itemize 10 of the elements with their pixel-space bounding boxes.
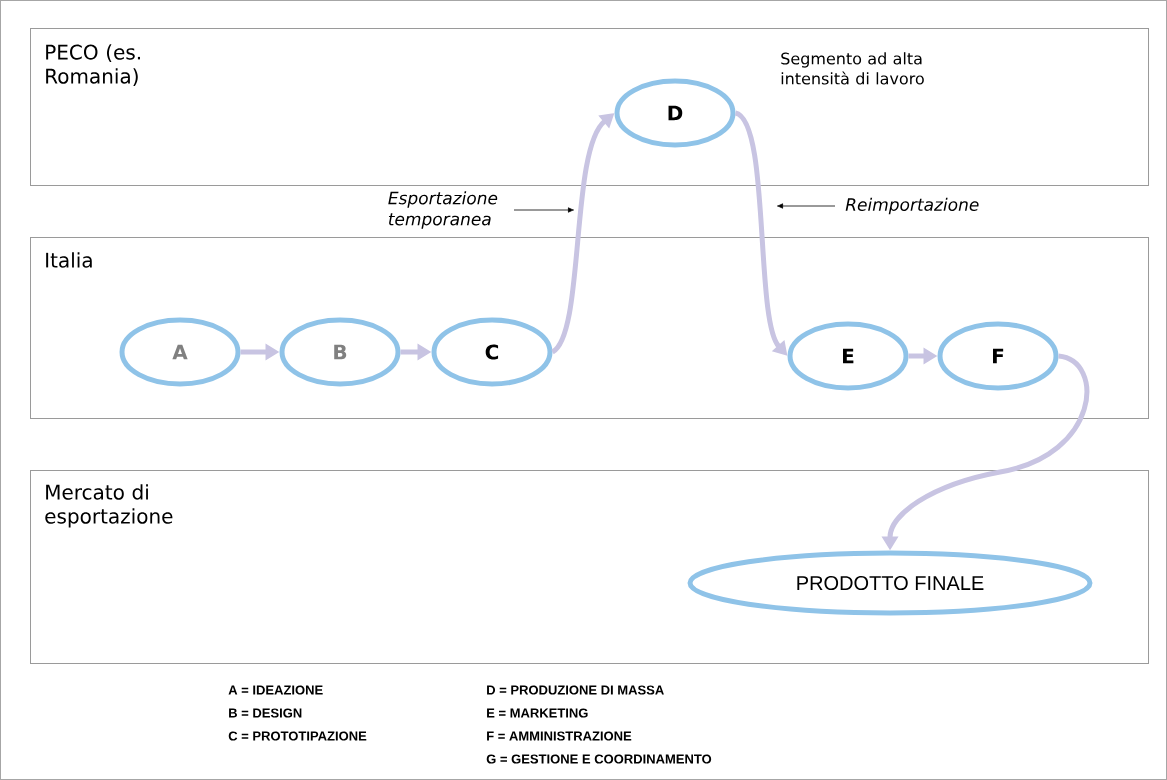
key-text: F = AMMINISTRAZIONE	[487, 731, 632, 741]
note-text: Segmento ad alta intensità di lavoro	[781, 52, 924, 85]
edge-label: Reimportazione	[845, 197, 979, 215]
key-text: E = MARKETING	[487, 708, 588, 718]
key-text: G = GESTIONE E COORDINAMENTO	[486, 754, 712, 764]
edge-label: Esportazione temporanea	[388, 191, 498, 229]
key-text: C = PROTOTIPAZIONE	[228, 731, 367, 741]
key-text: D = PRODUZIONE DI MASSA	[487, 685, 664, 695]
key-text: A = IDEAZIONE	[228, 685, 323, 695]
key-text: B = DESIGN	[229, 708, 302, 718]
